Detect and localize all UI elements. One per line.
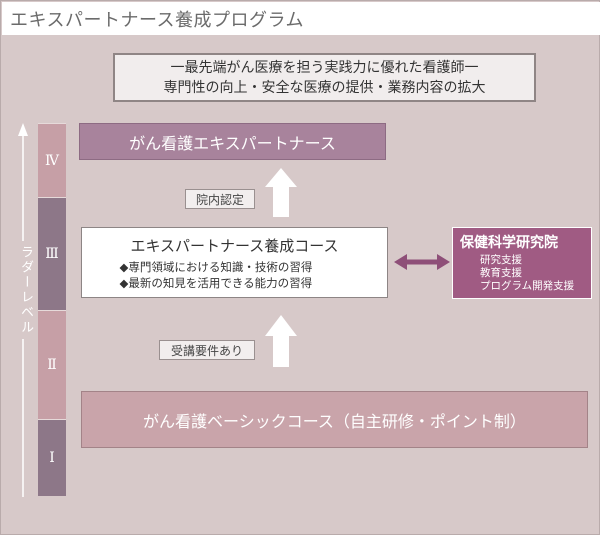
training-course-title: エキスパートナース養成コース <box>130 236 339 255</box>
institute-support-item: プログラム開発支援 <box>480 280 575 292</box>
training-course-box: エキスパートナース養成コース ◆専門領域における知識・技術の習得 ◆最新の知見を… <box>81 227 388 298</box>
mission-line-1: 一最先端がん医療を担う実践力に優れた看護師一 <box>170 59 479 76</box>
ladder-level-4: Ⅳ <box>38 123 66 197</box>
training-course-point: ◆最新の知見を活用できる能力の習得 <box>119 275 313 290</box>
certification-label: 院内認定 <box>185 189 255 209</box>
arrow-course-to-expert <box>265 168 297 217</box>
arrow-basic-to-course <box>265 315 297 367</box>
double-arrow-left-head <box>394 254 407 270</box>
expert-nurse-box: がん看護エキスパートナース <box>79 123 386 160</box>
ladder-level-2: Ⅱ <box>38 310 66 419</box>
mission-line-2: 専門性の向上・安全な医療の提供・業務内容の拡大 <box>163 79 486 96</box>
ladder-level-3: Ⅲ <box>38 197 66 310</box>
title-bar: エキスパートナース養成プログラム <box>2 2 600 35</box>
institute-name: 保健科学研究院 <box>460 235 558 251</box>
ladder-label: ラダーレベル <box>16 241 35 339</box>
ladder-level-1: Ⅰ <box>38 419 66 496</box>
requirement-label: 受講要件あり <box>159 340 255 360</box>
institute-support-item: 研究支援 <box>480 254 522 266</box>
double-arrow-right-head <box>437 254 450 270</box>
basic-course-box: がん看護ベーシックコース（自主研修・ポイント制） <box>81 391 588 448</box>
institute-support-item: 教育支援 <box>480 267 522 279</box>
mission-box: 一最先端がん医療を担う実践力に優れた看護師一 専門性の向上・安全な医療の提供・業… <box>113 53 536 102</box>
training-course-point: ◆専門領域における知識・技術の習得 <box>119 259 313 274</box>
institute-box: 保健科学研究院 研究支援 教育支援 プログラム開発支援 <box>452 227 592 299</box>
diagram-title: エキスパートナース養成プログラム <box>10 10 305 31</box>
ladder-axis-arrowhead <box>18 123 28 136</box>
